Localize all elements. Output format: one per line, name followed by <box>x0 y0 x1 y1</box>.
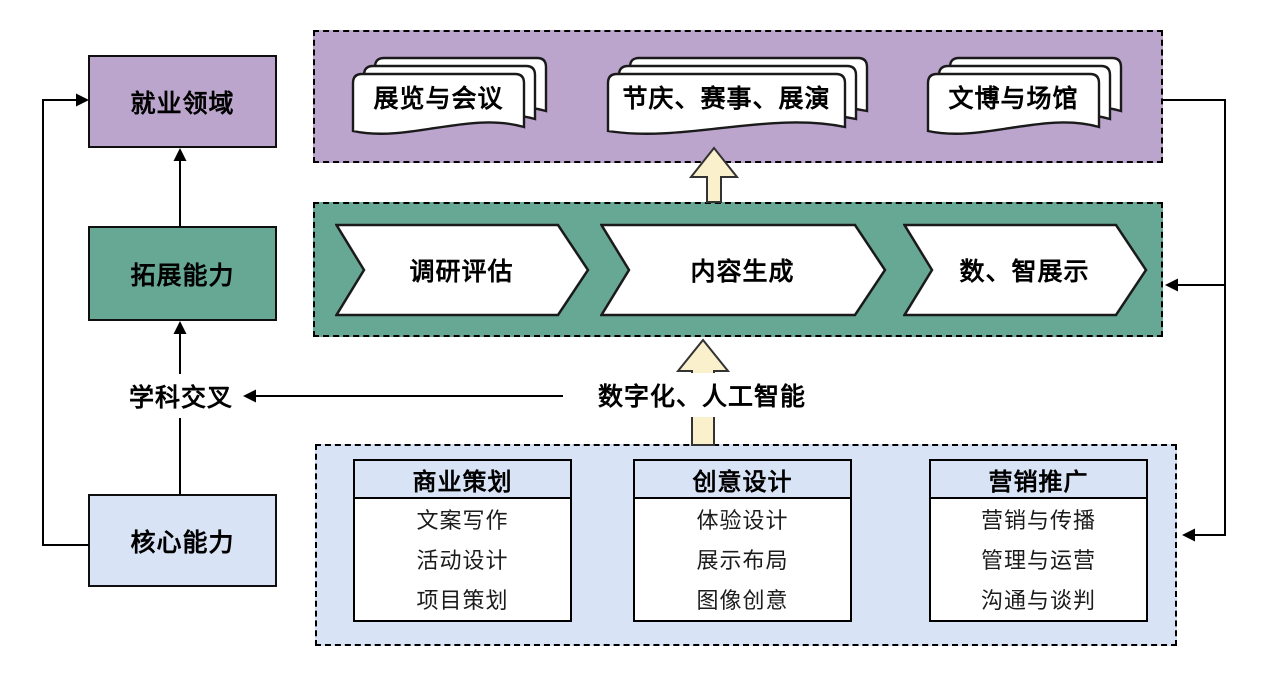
skill-row: 管理与运营 <box>980 548 1096 573</box>
process-step-research: 调研评估 <box>409 258 514 286</box>
employment-field-festivals: 节庆、赛事、展演 <box>622 85 831 113</box>
right-feedback-to-process-arrow <box>1165 278 1225 292</box>
multi-document-icon <box>351 56 548 135</box>
digital-ai-label: 数字化、人工智能 <box>589 373 815 417</box>
multi-document-icon <box>926 56 1123 135</box>
employment-domain-label: 就业领域 <box>130 89 235 118</box>
process-step-display: 数、智展示 <box>959 258 1090 286</box>
process-step-content: 内容生成 <box>690 258 795 286</box>
extended-ability-label: 拓展能力 <box>130 261 235 290</box>
skill-table-business: 商业策划 文案写作 活动设计 项目策划 <box>353 459 572 622</box>
skill-row: 项目策划 <box>416 588 509 613</box>
skill-table-header: 营销推广 <box>931 461 1146 499</box>
skill-row: 体验设计 <box>696 508 789 533</box>
skill-row: 展示布局 <box>696 548 789 573</box>
chevron-step-icon <box>335 223 590 317</box>
core-ability-label: 核心能力 <box>130 528 235 557</box>
core-ability-box: 核心能力 <box>88 494 277 587</box>
digital-ai-to-interdisciplinary-arrow <box>243 389 563 403</box>
core-to-employment-loop-arrow <box>42 93 89 546</box>
skill-row: 营销与传播 <box>980 508 1096 533</box>
extended-to-employment-arrow <box>173 148 187 226</box>
skill-row: 图像创意 <box>696 588 789 613</box>
skill-row: 活动设计 <box>416 548 509 573</box>
employment-field-museums: 文博与场馆 <box>948 85 1079 113</box>
skill-table-creative: 创意设计 体验设计 展示布局 图像创意 <box>633 459 852 622</box>
interdisciplinary-label: 学科交叉 <box>120 374 242 418</box>
skill-table-marketing: 营销推广 营销与传播 管理与运营 沟通与谈判 <box>929 459 1148 622</box>
skill-table-header: 商业策划 <box>355 461 570 499</box>
skill-row: 沟通与谈判 <box>980 588 1096 613</box>
skill-row: 文案写作 <box>416 508 509 533</box>
skill-table-header: 创意设计 <box>635 461 850 499</box>
extended-ability-box: 拓展能力 <box>88 226 277 321</box>
chevron-step-icon <box>600 223 887 317</box>
employment-field-exhibitions: 展览与会议 <box>373 85 504 113</box>
chevron-step-icon <box>903 223 1148 317</box>
multi-document-icon <box>606 56 869 135</box>
employment-domain-box: 就业领域 <box>88 55 277 148</box>
